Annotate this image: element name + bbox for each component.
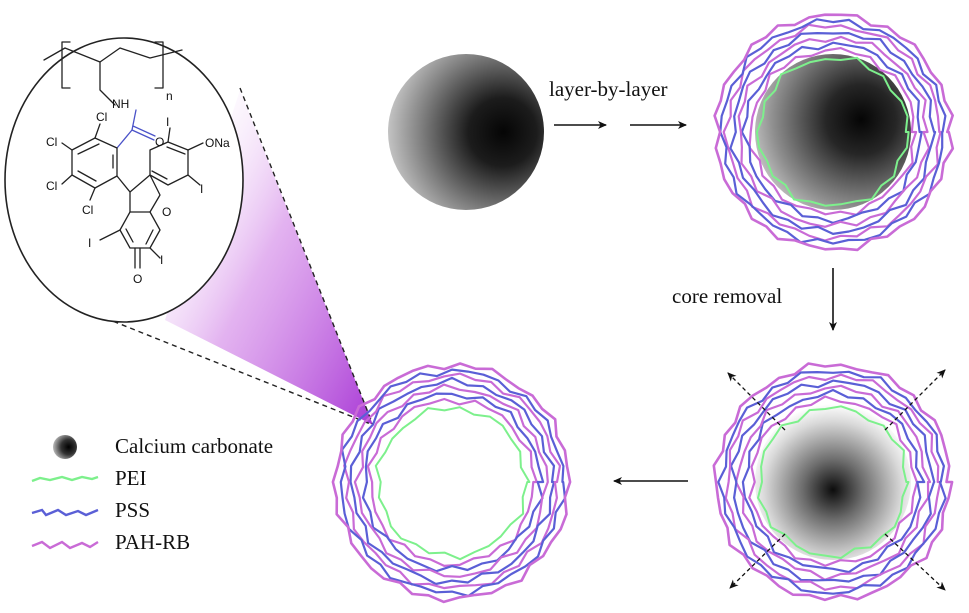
pah-layer	[331, 362, 572, 604]
pei-layer	[757, 405, 910, 559]
pei-layer	[755, 56, 910, 207]
pss-layer	[729, 32, 937, 235]
atom-o-amide: O	[155, 135, 164, 149]
magnify-guide-lower	[79, 307, 374, 426]
hollow-capsule	[331, 362, 572, 604]
atom-i-2: I	[200, 182, 203, 196]
pei-layer	[374, 406, 531, 561]
substituent-bonds	[99, 127, 204, 269]
ring-double-bonds	[77, 143, 114, 182]
zoom-ellipse	[4, 37, 244, 323]
atom-o-ring: O	[162, 205, 171, 219]
pss-layer	[719, 18, 947, 245]
repeat-index: n	[166, 89, 173, 103]
pah-layer	[734, 384, 932, 581]
pss-layer	[717, 370, 947, 595]
carbonyl	[131, 125, 156, 141]
central-bond	[116, 175, 131, 193]
atom-ona: ONa	[205, 136, 230, 150]
coated-particle	[713, 13, 955, 252]
xanthene-right-dbl	[151, 146, 186, 180]
atom-nh: NH	[112, 97, 129, 111]
label-core-removal: core removal	[672, 284, 782, 308]
atom-i-4: I	[160, 253, 163, 267]
process-arrows	[554, 121, 837, 485]
legend-label-core: Calcium carbonate	[115, 434, 273, 458]
legend-pss-swatch	[31, 508, 99, 517]
xanthene-link	[129, 174, 161, 213]
structure-labels: n NH O Cl Cl Cl Cl I ONa I O I I O	[46, 89, 230, 286]
backbone	[43, 47, 183, 63]
capsule-cavity	[380, 410, 524, 554]
pah-layer	[748, 395, 919, 567]
pah-layer	[343, 372, 562, 590]
legend-core-swatch	[53, 435, 77, 459]
pah-layer	[737, 35, 931, 228]
pah-layer	[366, 397, 538, 567]
pah-layer	[712, 362, 954, 602]
label-layer-by-layer: layer-by-layer	[549, 77, 668, 101]
pss-layer	[740, 41, 923, 224]
pss-layer	[361, 392, 545, 573]
pah-layer	[748, 47, 918, 216]
legend: Calcium carbonate PEI PSS PAH-RB	[31, 434, 273, 554]
efflux-arrows	[727, 369, 946, 591]
atom-cl-3: Cl	[46, 179, 57, 193]
legend-label-pei: PEI	[115, 466, 147, 490]
atom-cl-1: Cl	[96, 110, 107, 124]
pah-layer	[353, 383, 549, 578]
atom-o-keto: O	[133, 272, 142, 286]
atom-cl-2: Cl	[46, 135, 57, 149]
atom-i-1: I	[166, 115, 169, 129]
magnify-guide-upper	[239, 87, 374, 426]
pss-layer	[339, 368, 567, 597]
atom-i-3: I	[88, 236, 91, 250]
atom-cl-4: Cl	[82, 203, 93, 217]
repeat-bracket-right	[154, 41, 164, 89]
pah-layer	[713, 13, 955, 252]
dissolving-particle	[712, 362, 954, 602]
legend-pei-swatch	[31, 475, 99, 483]
pss-layer	[741, 388, 926, 574]
pah-layer	[724, 373, 942, 591]
efflux-arrow-ne	[884, 369, 946, 431]
dissolving-core	[755, 404, 911, 560]
efflux-arrow-sw	[729, 533, 786, 589]
pah-layer	[722, 23, 942, 242]
side-chain	[99, 61, 116, 106]
pss-layer	[729, 379, 936, 583]
legend-label-pah: PAH-RB	[115, 530, 190, 554]
rhodamine-structure	[43, 41, 204, 269]
legend-label-pss: PSS	[115, 498, 150, 522]
xanthene-left-dbl	[125, 228, 154, 245]
repeat-bracket-left	[61, 41, 71, 89]
cl-bonds	[61, 123, 101, 201]
caco3-core	[388, 54, 544, 210]
pss-layer	[349, 376, 556, 586]
legend-pah-swatch	[31, 540, 99, 550]
coated-particle-core	[755, 54, 911, 210]
